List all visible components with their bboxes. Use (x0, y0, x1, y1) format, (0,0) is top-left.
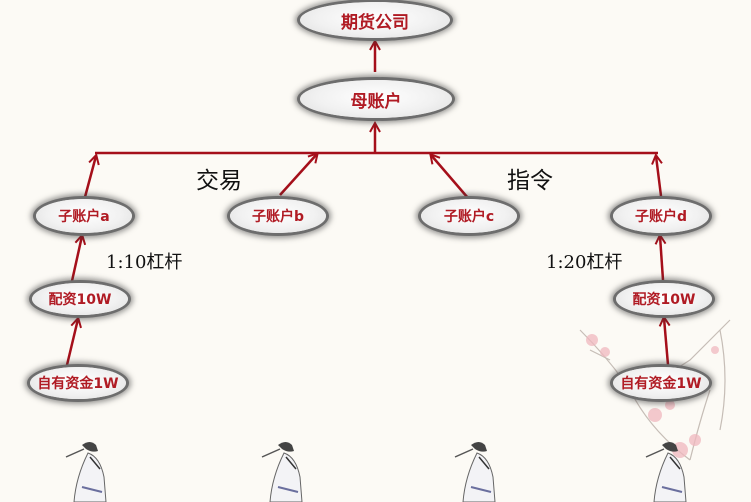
arrow-own-right-to-margin-right (664, 318, 668, 366)
scholar-figure-icon (261, 442, 303, 502)
scholar-figure-icon (65, 442, 107, 502)
node-label: 母账户 (350, 91, 402, 112)
node-sub-account-c: 子账户c (421, 199, 517, 233)
node-sub-account-a: 子账户a (36, 199, 132, 233)
node-label: 子账户d (634, 209, 688, 225)
arrow-sub-c-to-bus (431, 155, 469, 199)
label-leverage-right: 1:20杠杆 (546, 252, 623, 273)
node-margin-left: 配资10W (32, 283, 128, 315)
node-sub-account-b: 子账户b (230, 199, 326, 233)
node-own-funds-right: 自有资金1W (613, 367, 709, 399)
node-label: 配资10W (48, 292, 112, 308)
label-instruction: 指令 (507, 168, 553, 194)
arrow-sub-d-to-bus (656, 156, 661, 197)
arrow-sub-a-to-bus (83, 156, 96, 198)
node-label: 配资10W (632, 292, 696, 308)
scholar-figure-icon (645, 442, 687, 502)
node-label: 自有资金1W (620, 376, 702, 392)
node-parent-account: 母账户 (300, 80, 452, 118)
node-label: 期货公司 (341, 12, 409, 33)
node-sub-account-d: 子账户d (613, 199, 709, 233)
node-margin-right: 配资10W (616, 283, 712, 315)
arrow-margin-right-to-sub-d (660, 236, 663, 281)
node-own-funds-left: 自有资金1W (30, 367, 126, 399)
node-label: 自有资金1W (37, 376, 119, 392)
arrow-own-left-to-margin-left (65, 319, 78, 366)
arrow-sub-b-to-bus (279, 154, 317, 196)
node-label: 子账户b (251, 209, 305, 225)
node-label: 子账户c (443, 209, 495, 225)
label-leverage-left: 1:10杠杆 (106, 252, 183, 273)
arrow-margin-left-to-sub-a (70, 236, 82, 282)
label-trade: 交易 (196, 168, 242, 194)
scholar-figure-icon (454, 442, 496, 502)
node-futures-company: 期货公司 (300, 2, 450, 38)
node-label: 子账户a (58, 209, 110, 225)
